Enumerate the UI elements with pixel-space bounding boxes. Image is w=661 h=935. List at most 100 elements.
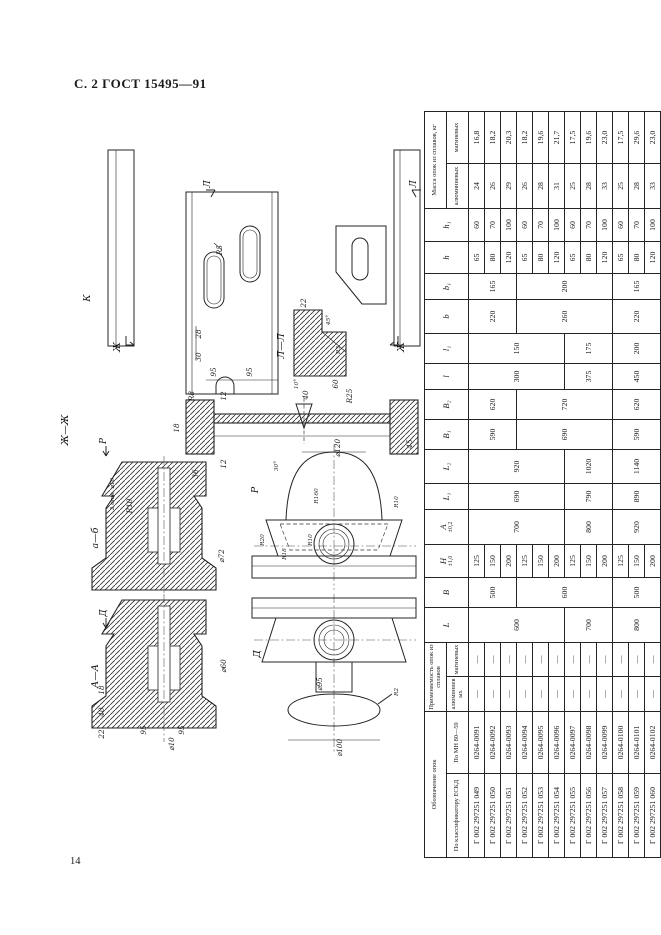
table-cell: — [548, 676, 565, 712]
table-cell: 300 [468, 363, 565, 390]
table-cell: 500 [468, 577, 517, 608]
table-cell: 0264-0102 [644, 711, 661, 774]
table-cell: 260 [516, 299, 613, 334]
table-cell: 0264-0094 [516, 711, 533, 774]
dim-label: R10 [308, 534, 314, 547]
dim-label: R160 [314, 488, 320, 505]
header-dim: b [424, 299, 469, 334]
table-cell: 620 [612, 389, 661, 420]
table-cell: 200 [596, 544, 613, 578]
table-cell: 80 [484, 241, 501, 274]
table-cell: 65 [516, 241, 533, 274]
section-l-l: Л—Л 22 45° R3 60 10° [276, 298, 347, 389]
dim-label: ⌀120 [333, 439, 342, 457]
table-cell: Г 002 297251 049 [468, 773, 485, 858]
view-label-d: Д [252, 650, 263, 659]
table-cell: Г 002 297251 053 [532, 773, 549, 858]
header-mass-group: Масса опок из сплавов, кг [424, 111, 447, 209]
dim-label: ⌀95 [315, 677, 324, 691]
table-cell: — [596, 676, 613, 712]
table-cell: 28 [628, 163, 645, 209]
dim-label: 2 отв. ⌀10 [110, 477, 116, 511]
table-cell: 23,0 [596, 111, 613, 164]
table-cell: 590 [468, 419, 517, 450]
header-applicability-group: Применяемость опок из сплавов [424, 642, 447, 712]
table-cell: 1140 [612, 449, 661, 484]
header-dim: b₁ [424, 273, 469, 300]
dim-label: 30 [194, 352, 203, 362]
table-cell: 125 [612, 544, 629, 578]
table-cell: 200 [548, 544, 565, 578]
view-r: Р ⌀120 R160 R10 R20 R18 30° R10 [250, 439, 417, 590]
view-label-l-l: Л—Л [276, 332, 287, 359]
dim-label: 10° [294, 379, 300, 389]
table-cell: 120 [548, 241, 565, 274]
table-cell: 150 [484, 544, 501, 578]
table-cell: 125 [516, 544, 533, 578]
table-cell: 24 [468, 163, 485, 209]
table-cell: 28 [532, 163, 549, 209]
table-cell: 19,6 [580, 111, 597, 164]
table-cell: 150 [628, 544, 645, 578]
header-dim: B [424, 577, 469, 608]
table-cell: 590 [612, 419, 661, 450]
table-cell: — [532, 676, 549, 712]
table-cell: — [468, 642, 485, 677]
dim-label: 95 [209, 367, 218, 377]
table-cell: 65 [612, 241, 629, 274]
dim-label: 22 [299, 298, 308, 309]
table-cell: 920 [468, 449, 565, 484]
table-cell: 125 [564, 544, 581, 578]
table-cell: — [612, 676, 629, 712]
table-cell: 100 [548, 208, 565, 242]
view-k-plate: К Ж Ж Л Л R5 95 95 28 30 [82, 149, 421, 395]
table-cell: 60 [564, 208, 581, 242]
header-dim: h₁ [424, 208, 469, 242]
dim-label: ⌀60 [219, 659, 228, 673]
header-dim: B₂ [424, 389, 469, 420]
dim-label: R10 [394, 496, 400, 509]
table-cell: 29,6 [628, 111, 645, 164]
table-cell: — [564, 642, 581, 677]
table-cell: — [580, 676, 597, 712]
table-cell: 60 [468, 208, 485, 242]
table-cell: 70 [532, 208, 549, 242]
table-cell: — [516, 642, 533, 677]
section-a-b: а—б Р ⌀72 R10 36 2 отв. ⌀10 [90, 437, 226, 596]
dim-label: R20 [260, 534, 266, 547]
table-cell: 600 [468, 607, 565, 643]
table-cell: 65 [468, 241, 485, 274]
header-dim: L [424, 607, 469, 643]
table-cell: — [532, 642, 549, 677]
dim-label: 30° [274, 461, 280, 471]
table-cell: — [612, 642, 629, 677]
table-cell: 165 [468, 273, 517, 300]
table-cell: 690 [516, 419, 613, 450]
table-cell: 65 [564, 241, 581, 274]
view-marker-d: Д [99, 609, 109, 618]
table-cell: 450 [612, 363, 661, 390]
table-cell: 60 [612, 208, 629, 242]
header-designation-group: Обозначение опок [424, 711, 447, 858]
table-cell: 150 [468, 333, 565, 364]
dim-label: R25 [345, 388, 354, 404]
view-marker-r: Р [99, 437, 109, 445]
table-cell: 25 [612, 163, 629, 209]
dim-label: R3 [336, 346, 342, 355]
table-cell: — [516, 676, 533, 712]
table-cell: 33 [644, 163, 661, 209]
dim-label: 18 [97, 685, 106, 695]
dim-label: 40 [97, 707, 106, 718]
table-cell: 0264-0098 [580, 711, 597, 774]
table-cell: — [644, 642, 661, 677]
dim-label: ⌀100 [335, 739, 344, 756]
table-cell: Г 002 297251 059 [628, 773, 645, 858]
table-cell: Г 002 297251 050 [484, 773, 501, 858]
dim-label: 60 [331, 379, 340, 389]
header-mn: По МН 80—59 [446, 711, 469, 774]
table-cell: 26 [484, 163, 501, 209]
dim-label: R2 [394, 688, 400, 697]
table-cell: 200 [500, 544, 517, 578]
dim-label: R10 [125, 498, 134, 514]
